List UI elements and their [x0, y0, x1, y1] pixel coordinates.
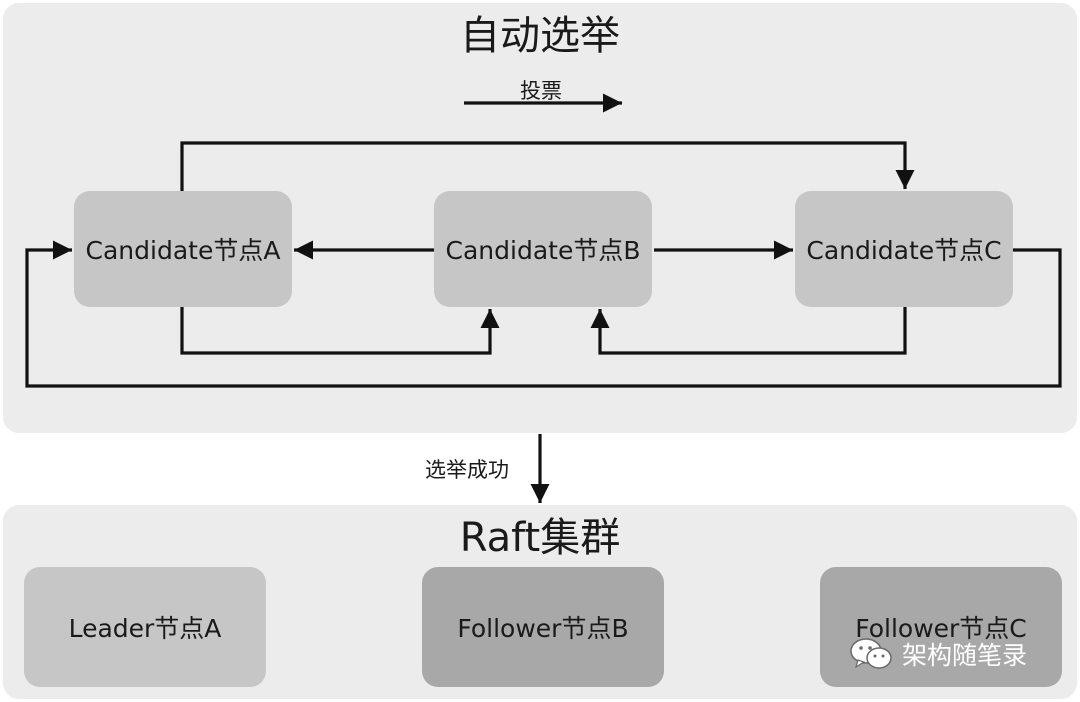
candidate-node-c: Candidate节点C — [795, 191, 1013, 307]
watermark: 架构随笔录 — [850, 636, 1027, 672]
arrow-c-to-b — [590, 307, 907, 355]
watermark-text: 架构随笔录 — [902, 641, 1028, 670]
election-success-label: 选举成功 — [425, 458, 509, 482]
cluster-title: Raft集群 — [459, 515, 621, 561]
election-title: 自动选举 — [460, 13, 620, 59]
arrow-c-to-a-loop — [25, 240, 1062, 388]
follower-node-c: Follower节点C — [820, 567, 1062, 687]
wechat-icon — [850, 638, 892, 669]
candidate-node-a: Candidate节点A — [74, 191, 292, 307]
arrow-a-to-c-top — [180, 141, 915, 191]
leader-node-a: Leader节点A — [24, 567, 266, 687]
candidate-node-b: Candidate节点B — [434, 191, 652, 307]
follower-node-b: Follower节点B — [422, 567, 664, 687]
arrow-a-to-b — [180, 307, 500, 355]
vote-label: 投票 — [520, 79, 562, 103]
